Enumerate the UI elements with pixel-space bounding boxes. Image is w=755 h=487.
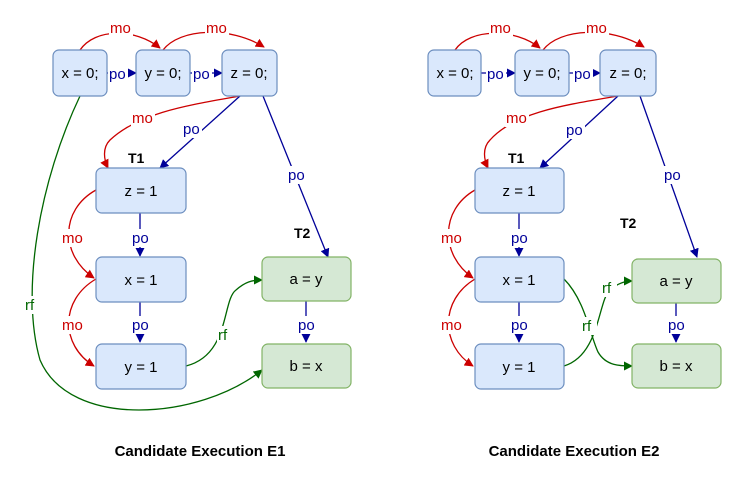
node-label: y = 1 bbox=[503, 359, 536, 376]
label-mo: mo bbox=[110, 20, 131, 37]
label-rf: rf bbox=[218, 327, 228, 344]
caption: Candidate Execution E2 bbox=[489, 443, 660, 460]
label-po: po bbox=[132, 317, 149, 334]
diagram-e2: mo mo po po mo po po po po mo mo po rf bbox=[427, 19, 722, 460]
thread2-label: T2 bbox=[620, 215, 637, 231]
node-label: z = 0; bbox=[609, 65, 646, 82]
labels-e1: mo mo po po mo po po po po mo mo po rf bbox=[24, 19, 317, 344]
label-mo: mo bbox=[62, 317, 83, 334]
node-label: z = 1 bbox=[125, 183, 158, 200]
label-po: po bbox=[566, 122, 583, 139]
t2-node-bx: b = x bbox=[631, 343, 722, 389]
edge-rf-x0-bx bbox=[31, 95, 263, 411]
node-label: a = y bbox=[290, 271, 323, 288]
init-node-z: z = 0; bbox=[599, 49, 657, 97]
t2-node-bx: b = x bbox=[261, 343, 352, 389]
label-mo: mo bbox=[206, 20, 227, 37]
t1-node-y1: y = 1 bbox=[95, 343, 187, 390]
node-label: y = 0; bbox=[144, 65, 181, 82]
label-mo: mo bbox=[62, 230, 83, 247]
node-label: x = 0; bbox=[436, 65, 473, 82]
label-po: po bbox=[288, 167, 305, 184]
t1-node-z1: z = 1 bbox=[474, 167, 565, 214]
t2-node-ay: a = y bbox=[631, 258, 722, 304]
node-label: x = 1 bbox=[503, 272, 536, 289]
label-mo: mo bbox=[132, 110, 153, 127]
label-po: po bbox=[193, 66, 210, 83]
edge-rf-y1-ay bbox=[185, 275, 263, 367]
node-label: y = 0; bbox=[523, 65, 560, 82]
label-po: po bbox=[298, 317, 315, 334]
edge-rf-x1-bx bbox=[563, 278, 633, 371]
label-po: po bbox=[574, 66, 591, 83]
label-mo: mo bbox=[586, 20, 607, 37]
label-mo: mo bbox=[441, 317, 462, 334]
label-rf: rf bbox=[602, 280, 612, 297]
t1-node-y1: y = 1 bbox=[474, 343, 565, 390]
t2-node-ay: a = y bbox=[261, 256, 352, 302]
node-label: b = x bbox=[660, 358, 693, 375]
label-rf: rf bbox=[25, 297, 35, 314]
diagram-e1: mo mo po po mo po po po po mo mo po rf bbox=[24, 19, 352, 460]
label-po: po bbox=[132, 230, 149, 247]
node-label: x = 0; bbox=[61, 65, 98, 82]
init-node-x: x = 0; bbox=[427, 49, 482, 97]
init-node-x: x = 0; bbox=[52, 49, 108, 97]
label-po: po bbox=[183, 121, 200, 138]
label-mo: mo bbox=[506, 110, 527, 127]
label-po: po bbox=[109, 66, 126, 83]
node-label: z = 0; bbox=[230, 65, 267, 82]
edge-mo-z0-z1 bbox=[480, 95, 619, 169]
caption: Candidate Execution E1 bbox=[115, 443, 286, 460]
t1-node-x1: x = 1 bbox=[474, 256, 565, 303]
t1-node-z1: z = 1 bbox=[95, 167, 187, 214]
label-po: po bbox=[668, 317, 685, 334]
label-rf: rf bbox=[582, 318, 592, 335]
label-mo: mo bbox=[490, 20, 511, 37]
thread2-label: T2 bbox=[294, 225, 311, 241]
label-mo: mo bbox=[441, 230, 462, 247]
node-label: a = y bbox=[660, 273, 693, 290]
label-po: po bbox=[511, 317, 528, 334]
label-po: po bbox=[487, 66, 504, 83]
init-node-y: y = 0; bbox=[514, 49, 570, 97]
thread1-label: T1 bbox=[508, 150, 525, 166]
node-label: b = x bbox=[290, 358, 323, 375]
init-node-z: z = 0; bbox=[221, 49, 278, 97]
node-label: z = 1 bbox=[503, 183, 536, 200]
edge-mo-z0-z1 bbox=[100, 95, 241, 169]
label-po: po bbox=[664, 167, 681, 184]
t1-node-x1: x = 1 bbox=[95, 256, 187, 303]
node-label: y = 1 bbox=[125, 359, 158, 376]
node-label: x = 1 bbox=[125, 272, 158, 289]
label-po: po bbox=[511, 230, 528, 247]
thread1-label: T1 bbox=[128, 150, 145, 166]
labels-e2: mo mo po po mo po po po po mo mo po rf bbox=[440, 19, 687, 335]
init-node-y: y = 0; bbox=[135, 49, 191, 97]
